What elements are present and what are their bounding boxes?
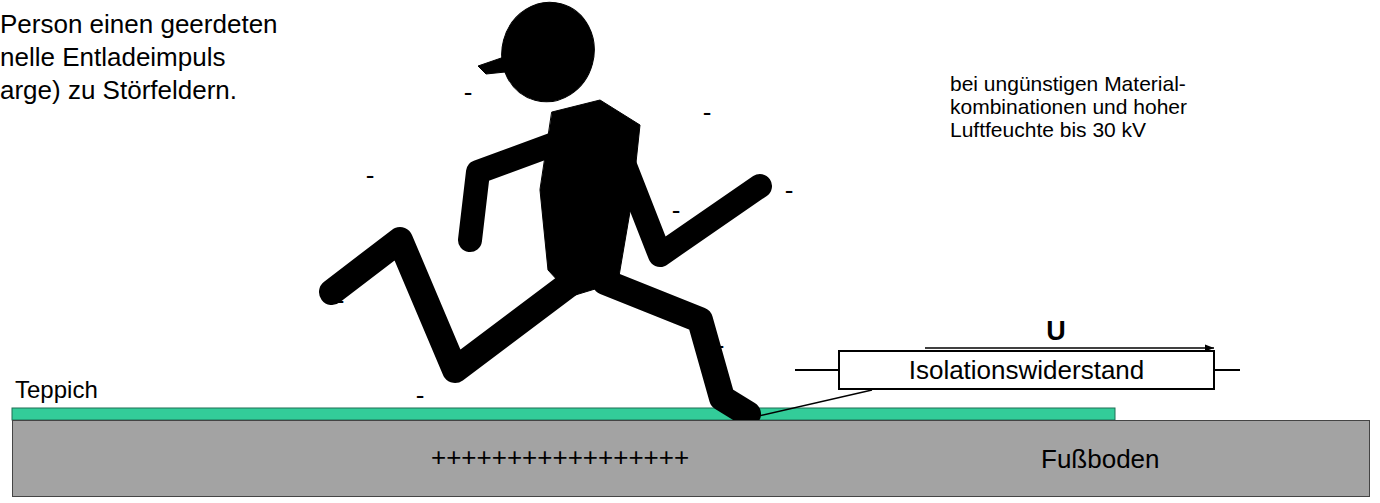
carpet-label: Teppich	[15, 376, 98, 404]
voltage-label: U	[1046, 318, 1066, 345]
front-leg	[605, 282, 748, 414]
description-text: Person einen geerdeten nelle Entladeimpu…	[0, 8, 285, 107]
resistor-wire	[1215, 369, 1240, 371]
back-leg	[332, 240, 572, 370]
floor-band: +++++++++++++++++ Fußboden	[12, 420, 1370, 497]
resistor-wire	[795, 369, 838, 371]
charge-sign: -	[716, 332, 725, 358]
resistor-box: Isolationswiderstand	[838, 350, 1215, 390]
cap-brim	[478, 55, 525, 74]
back-arm	[470, 140, 565, 240]
voltage-arrow	[925, 347, 1214, 349]
condition-note: bei ungünstigen Material- kombinationen …	[950, 72, 1195, 141]
charge-sign: -	[366, 162, 375, 188]
leader-line	[750, 390, 872, 418]
charge-sign: -	[672, 197, 681, 223]
carpet-band	[12, 408, 1115, 420]
node-text: Fußboden	[1041, 445, 1160, 474]
charge-sign: -	[416, 382, 425, 408]
charge-sign: -	[785, 177, 794, 203]
node-text: Isolationswiderstand	[840, 356, 1213, 385]
charge-sign: -	[464, 79, 473, 105]
node-text: +++++++++++++++++	[431, 443, 689, 472]
charge-sign: -	[382, 237, 391, 263]
charge-sign: -	[703, 99, 712, 125]
front-arm	[615, 140, 760, 255]
runner-figure	[332, 0, 760, 414]
charge-sign: -	[336, 287, 345, 313]
